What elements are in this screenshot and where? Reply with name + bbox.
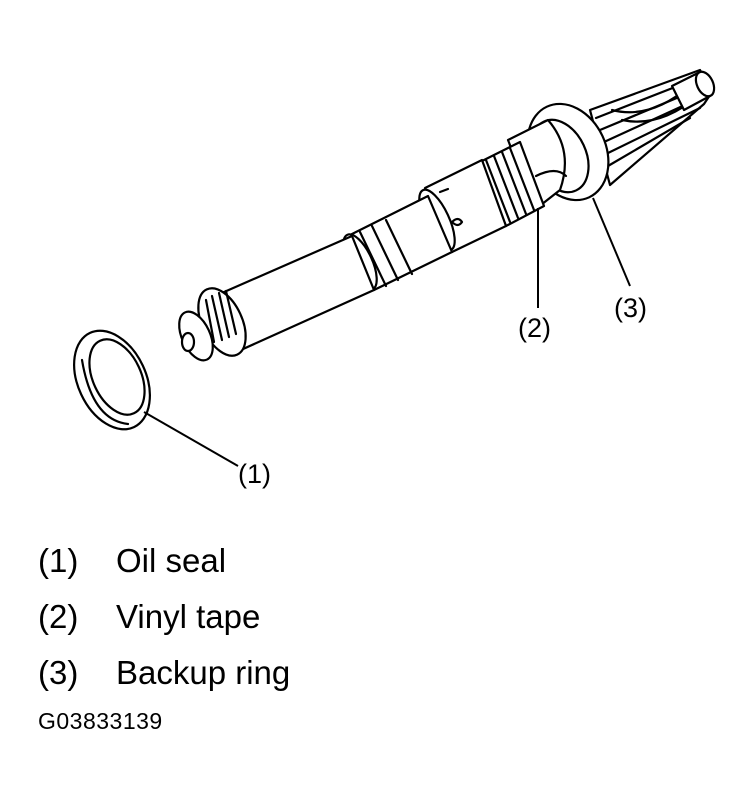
legend-item-oil-seal: (1) Oil seal [38,532,290,588]
shaft-tip [670,70,716,112]
callout-label-1: (1) [238,459,271,489]
leader-line-1 [143,411,239,467]
parts-legend: (1) Oil seal (2) Vinyl tape (3) Backup r… [38,532,290,700]
legend-item-backup-ring: (3) Backup ring [38,644,290,700]
oil-seal [73,329,151,431]
callout-label-2: (2) [518,313,551,343]
figure-code: G03833139 [38,708,163,734]
shaft-diagram: (1) (2) (3) [73,68,716,489]
callout-label-3: (3) [614,293,647,323]
legend-text: Vinyl tape [116,597,261,635]
legend-text: Backup ring [116,653,291,691]
legend-number: (1) [38,541,79,579]
shaft-front-end [178,310,214,362]
legend-number: (3) [38,653,79,691]
legend-text: Oil seal [116,541,227,579]
legend-number: (2) [38,597,79,635]
spline-section [478,140,546,228]
legend-item-vinyl-tape: (2) Vinyl tape [38,588,290,644]
leader-line-3 [592,197,631,287]
